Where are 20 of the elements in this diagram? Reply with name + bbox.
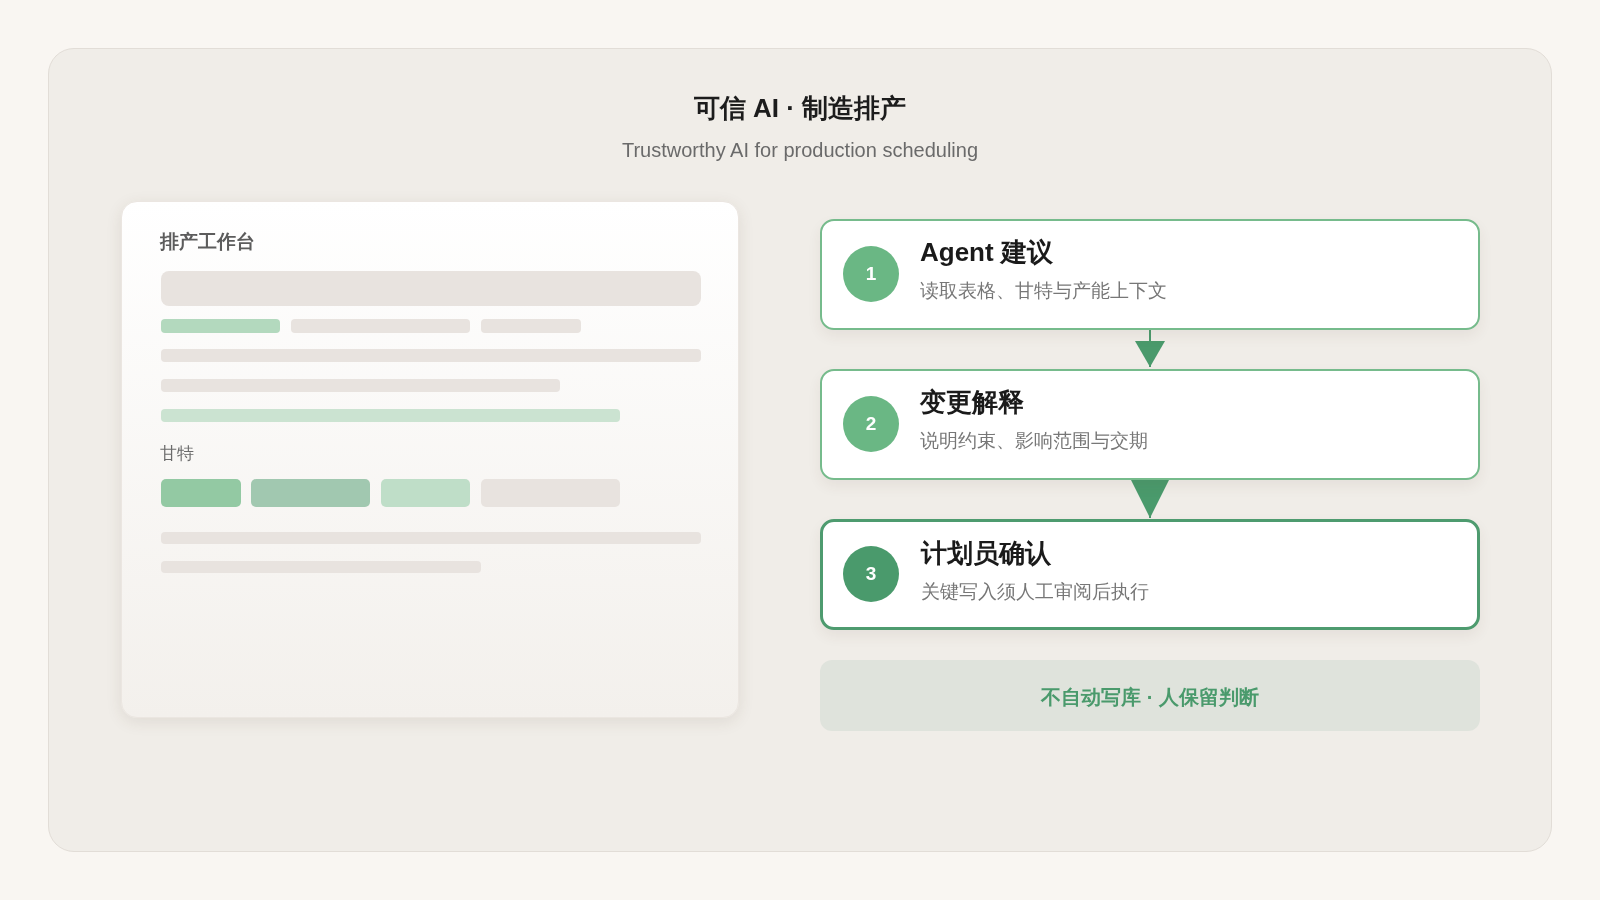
step-number: 3 (843, 546, 899, 602)
step-description: 说明约束、影响范围与交期 (920, 429, 1148, 453)
section-label: 甘特 (160, 443, 194, 465)
step-card (820, 519, 1480, 630)
workspace-panel (121, 201, 739, 718)
title: 可信 AI · 制造排产 (693, 92, 907, 125)
step-card (820, 369, 1480, 480)
step-title: 变更解释 (920, 386, 1024, 419)
subtitle: Trustworthy AI for production scheduling (621, 138, 979, 163)
step-card (820, 219, 1480, 330)
step-description: 读取表格、甘特与产能上下文 (920, 279, 1167, 303)
panel-heading: 排产工作台 (160, 230, 255, 254)
arrow (1135, 329, 1165, 368)
step-title: 计划员确认 (921, 537, 1051, 570)
note-banner: 不自动写库 · 人保留判断 (820, 660, 1480, 731)
step-number: 2 (843, 396, 899, 452)
step-number: 1 (843, 246, 899, 302)
step-title: Agent 建议 (920, 236, 1053, 269)
step-description: 关键写入须人工审阅后执行 (921, 580, 1149, 604)
arrow (1131, 479, 1169, 519)
